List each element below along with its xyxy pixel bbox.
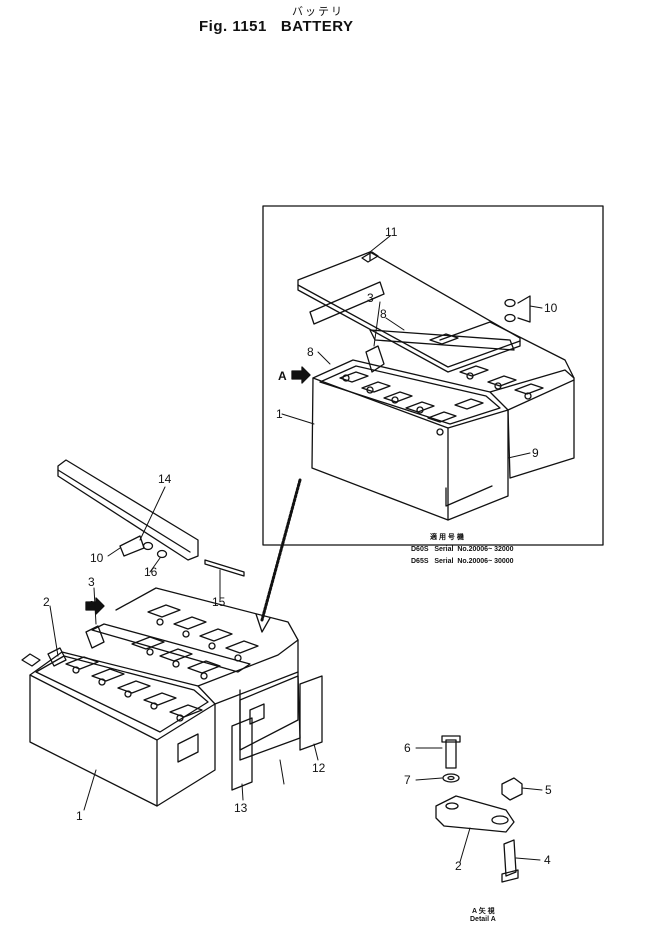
hold-bar [57, 459, 199, 561]
callout-10-detail: 10 [544, 301, 558, 315]
serial-row-2-label: Serial [434, 558, 454, 565]
callout-1: 1 [76, 809, 83, 823]
callout-4: 4 [544, 853, 551, 867]
view-arrow-head [255, 613, 271, 633]
serial-row-1-range: No.20006~ 32000 [457, 546, 514, 553]
callout-7: 7 [404, 773, 411, 787]
callout-13: 13 [234, 801, 248, 815]
bolt-rod [204, 559, 245, 577]
arrow-a-label-detail: A [278, 369, 287, 383]
detail-a-parts [435, 735, 523, 883]
main-bars [21, 623, 251, 673]
callout-3: 3 [88, 575, 95, 589]
figure-title-jp: バッテリ [292, 6, 344, 18]
side-plate [299, 675, 323, 751]
serial-row-2: D65S Serial No.20006~ 30000 [411, 558, 514, 565]
callout-16: 16 [144, 565, 158, 579]
detail-a-jp: A 矢 視 [472, 908, 495, 915]
callout-2-detail-a: 2 [455, 859, 462, 873]
serial-row-2-model: D65S [411, 558, 429, 565]
callout-14: 14 [158, 472, 172, 486]
lower-strap [231, 717, 253, 791]
figure-number: Fig. 1151 [199, 18, 267, 35]
callout-12: 12 [312, 761, 326, 775]
detail-a-caption: Detail A [470, 916, 496, 923]
detail-hold-frame [297, 251, 521, 373]
callout-10: 10 [90, 551, 104, 565]
callout-2: 2 [43, 595, 50, 609]
hold-bar-edge [57, 469, 191, 553]
view-arrow [260, 478, 302, 622]
bar-nuts [119, 535, 168, 559]
callout-9: 9 [532, 446, 539, 460]
figure-name: BATTERY [280, 18, 354, 35]
main-cells [65, 604, 259, 722]
detail-clamp [365, 345, 385, 373]
serial-row-1-model: D60S [411, 546, 429, 553]
serial-row-1-label: Serial [434, 546, 454, 553]
callout-11: 11 [385, 225, 398, 239]
callout-1-detail: 1 [276, 407, 283, 421]
detail-battery-right [439, 321, 575, 479]
arrow-a-label: A [88, 600, 95, 611]
detail-frame [262, 205, 604, 546]
serial-row-2-range: No.20006~ 30000 [457, 558, 514, 565]
callout-3-detail: 3 [367, 291, 374, 305]
callout-6: 6 [404, 741, 411, 755]
callout-15: 15 [212, 595, 226, 609]
detail-battery-left [311, 359, 509, 521]
serial-header: 適 用 号 機 [430, 534, 464, 541]
serial-row-1: D60S Serial No.20006~ 32000 [411, 546, 514, 553]
callout-8-detail: 8 [380, 307, 387, 321]
detail-cells [339, 333, 544, 436]
callout-8b-detail: 8 [307, 345, 314, 359]
leader-lines [49, 235, 543, 863]
main-battery-right [115, 587, 301, 761]
detail-nuts [504, 295, 531, 323]
detail-arrow-a [291, 366, 311, 384]
figure-title: Fig. 1151 BATTERY [199, 18, 354, 35]
callout-5: 5 [545, 783, 552, 797]
